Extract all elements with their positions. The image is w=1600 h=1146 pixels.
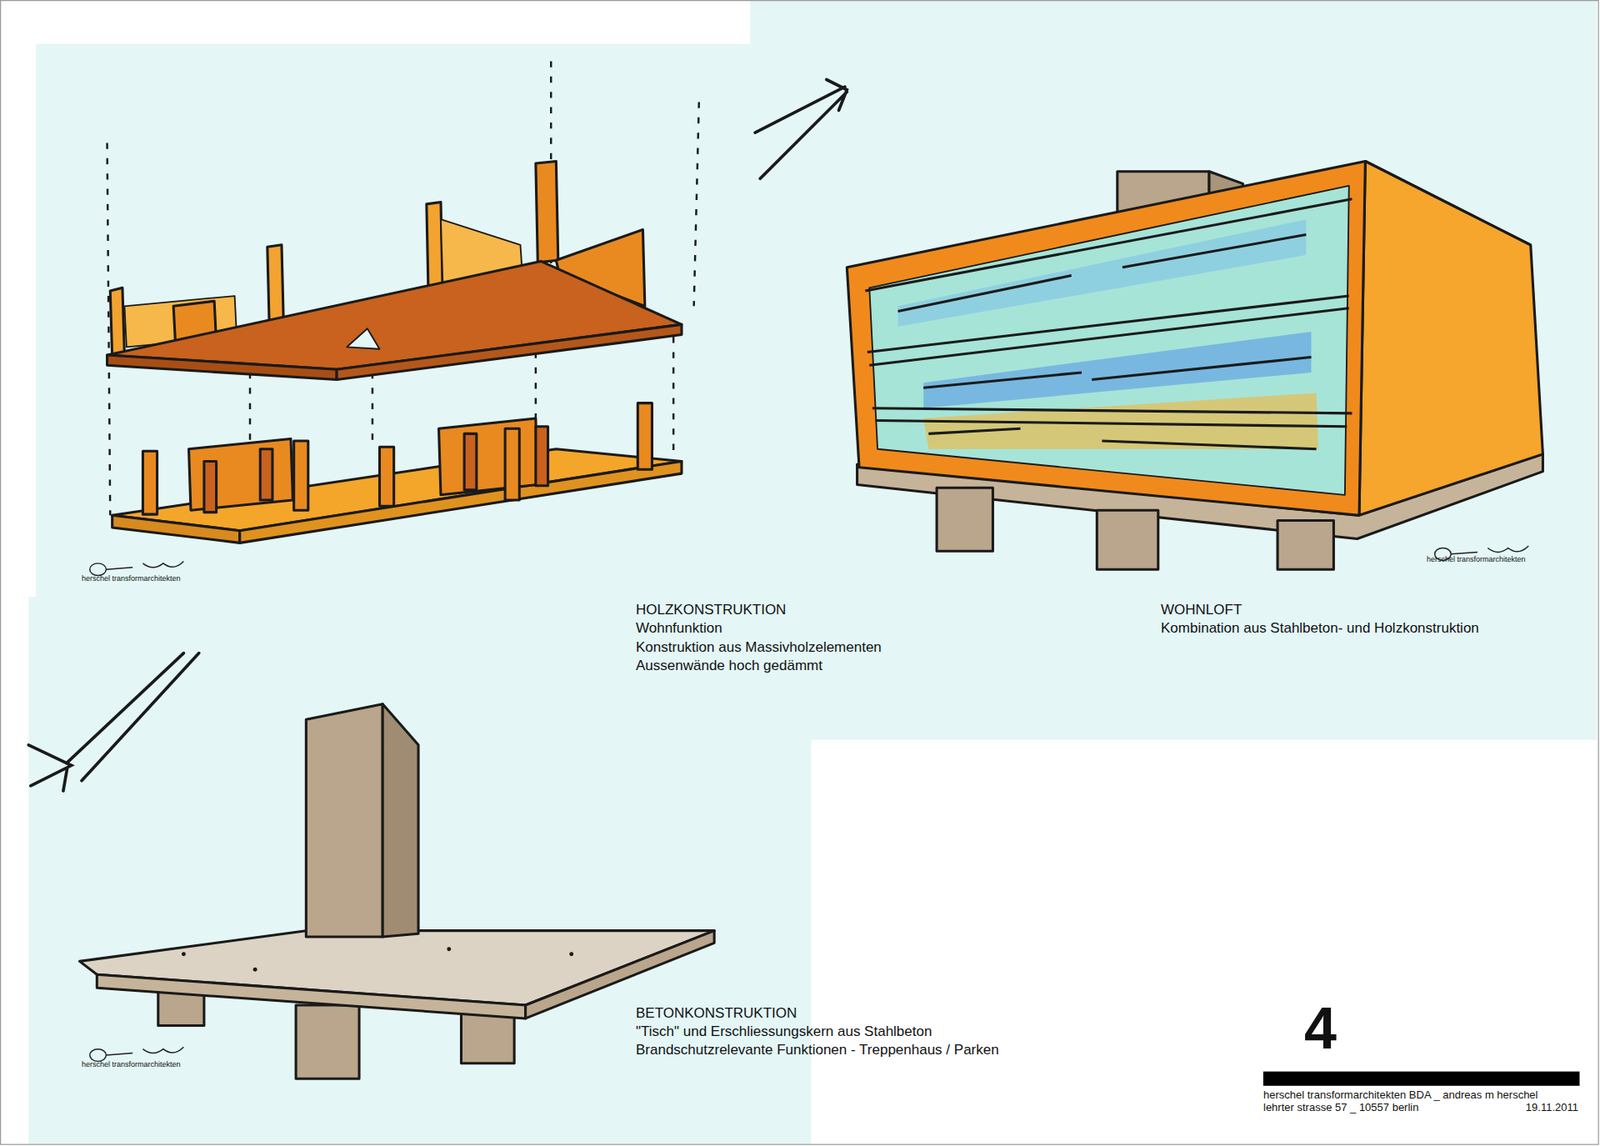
section-heading: BETONKONSTRUKTION: [635, 1005, 797, 1022]
timber-construction-sketch: [107, 60, 700, 543]
section-heading: WOHNLOFT: [1160, 601, 1242, 619]
tracing-paper: [750, 0, 1597, 740]
logo-text: herschel transformarchitekten: [1426, 555, 1526, 564]
section-heading: HOLZKONSTRUKTION: [635, 601, 786, 619]
logo-text: herschel transformarchitekten: [81, 1060, 181, 1069]
logo-signature: [90, 545, 1530, 1061]
section-note: Wohnfunktion: [635, 620, 723, 637]
sketch-strokes: [28, 80, 847, 791]
logo-text: herschel transformarchitekten: [81, 574, 181, 583]
section-note: Konstruktion aus Massivholzelementen: [635, 639, 882, 656]
title-bar: [1263, 1071, 1580, 1086]
section-note: Kombination aus Stahlbeton- und Holzkons…: [1160, 620, 1480, 637]
sheet-date: 19.11.2011: [1525, 1101, 1579, 1115]
residential-loft-sketch: [846, 160, 1543, 570]
sheet-number: 4: [1304, 995, 1337, 1063]
section-note: Brandschutzrelevante Funktionen - Treppe…: [635, 1041, 1000, 1059]
section-note: Aussenwände hoch gedämmt: [635, 657, 823, 675]
office-address: lehrter strasse 57 _ 10557 berlin: [1263, 1101, 1419, 1115]
tracing-paper: [28, 596, 811, 1144]
section-note: "Tisch" und Erschliessungskern aus Stahl…: [635, 1023, 932, 1040]
concrete-construction-sketch: [80, 704, 715, 1079]
tracing-paper: [35, 44, 750, 646]
office-name: herschel transformarchitekten BDA _ andr…: [1263, 1089, 1539, 1102]
